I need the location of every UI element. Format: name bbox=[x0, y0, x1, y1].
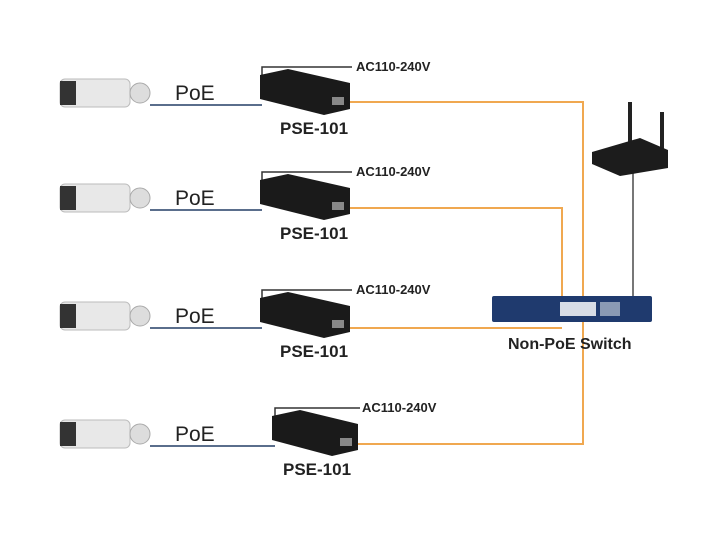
camera-icon bbox=[59, 78, 151, 108]
camera-icon bbox=[59, 419, 151, 449]
data-cables bbox=[345, 101, 584, 445]
power-cable bbox=[274, 407, 360, 418]
poe-injector-icon bbox=[272, 410, 358, 456]
data-cable-4 bbox=[352, 318, 584, 445]
injector-label: PSE-101 bbox=[280, 342, 349, 361]
poe-label: PoE bbox=[175, 187, 215, 210]
poe-injector-icon bbox=[260, 174, 350, 220]
camera-icon bbox=[59, 183, 151, 213]
data-cable-1 bbox=[345, 101, 584, 318]
injector-label: PSE-101 bbox=[280, 119, 349, 138]
poe-injector-icon bbox=[260, 292, 350, 338]
row-1 bbox=[59, 66, 352, 115]
row-4 bbox=[59, 407, 360, 456]
injector-label: PSE-101 bbox=[280, 224, 349, 243]
network-switch-icon bbox=[492, 296, 652, 322]
camera-icon bbox=[59, 301, 151, 331]
row-2 bbox=[59, 171, 352, 220]
poe-injector-icon bbox=[260, 69, 350, 115]
power-label: AC110-240V bbox=[356, 164, 431, 179]
switch-label: Non-PoE Switch bbox=[508, 336, 632, 353]
poe-label: PoE bbox=[175, 82, 215, 105]
power-label: AC110-240V bbox=[362, 400, 437, 415]
injector-label: PSE-101 bbox=[283, 460, 352, 479]
power-cable bbox=[261, 289, 352, 300]
row-3 bbox=[59, 289, 352, 338]
power-label: AC110-240V bbox=[356, 59, 431, 74]
poe-label: PoE bbox=[175, 305, 215, 328]
data-cable-2 bbox=[345, 207, 563, 318]
poe-label: PoE bbox=[175, 423, 215, 446]
power-cable bbox=[261, 171, 352, 182]
power-cable bbox=[261, 66, 352, 77]
power-label: AC110-240V bbox=[356, 282, 431, 297]
wifi-router-icon bbox=[592, 102, 668, 176]
